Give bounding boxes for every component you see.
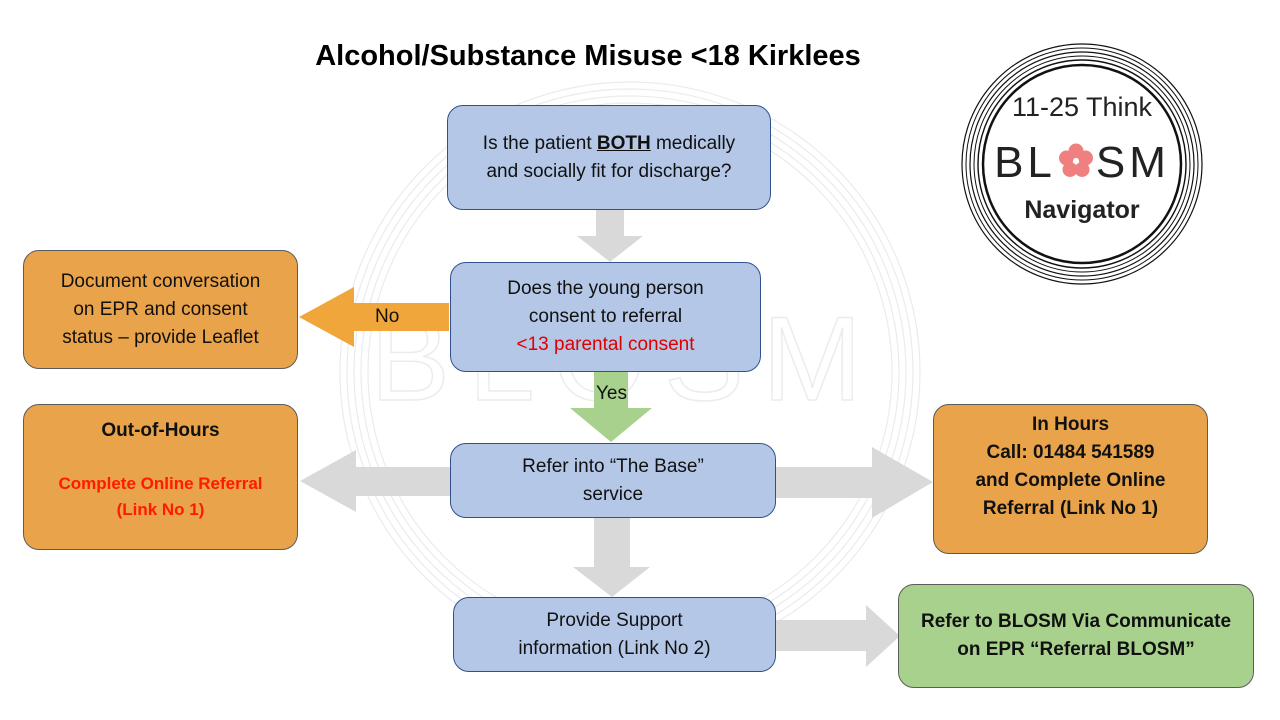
node-refer-to-blosm: Refer to BLOSM Via Communicate on EPR “R… [898, 584, 1254, 688]
node-consent-question: Does the young person consent to referra… [450, 262, 761, 372]
node-fit-for-discharge: Is the patient BOTH medically and social… [447, 105, 771, 210]
node-out-of-hours: Out-of-Hours Complete Online Referral (L… [23, 404, 298, 550]
arrow-down-yes [570, 372, 652, 442]
out-of-hours-heading: Out-of-Hours [101, 420, 220, 441]
arrow-down-refer-to-support [573, 518, 650, 597]
edge-label-yes: Yes [596, 383, 627, 404]
arrow-left-out-of-hours [300, 450, 451, 512]
node-document-conversation: Document conversation on EPR and consent… [23, 250, 298, 369]
node-refer-the-base: Refer into “The Base” service [450, 443, 776, 518]
edge-label-no: No [375, 306, 400, 327]
emphasis-both: BOTH [596, 132, 651, 154]
parental-consent-note: <13 parental consent [516, 334, 695, 355]
flower-icon [1056, 141, 1096, 181]
logo-wordmark: BL SM [994, 138, 1170, 187]
arrow-right-in-hours [776, 447, 933, 518]
phone-number: Call: 01484 541589 [986, 442, 1155, 463]
node-provide-support: Provide Support information (Link No 2) [453, 597, 776, 672]
logo-line-3: Navigator [1024, 196, 1140, 224]
logo-line-1: 11-25 Think [1011, 92, 1153, 122]
arrow-down-fit-to-consent [577, 210, 643, 262]
blosm-logo-rings [961, 43, 1203, 285]
arrow-right-refer-blosm [776, 605, 900, 667]
arrow-left-no [299, 287, 449, 347]
page-title: Alcohol/Substance Misuse <18 Kirklees [315, 40, 861, 72]
node-in-hours: In Hours Call: 01484 541589 and Complete… [933, 404, 1208, 554]
